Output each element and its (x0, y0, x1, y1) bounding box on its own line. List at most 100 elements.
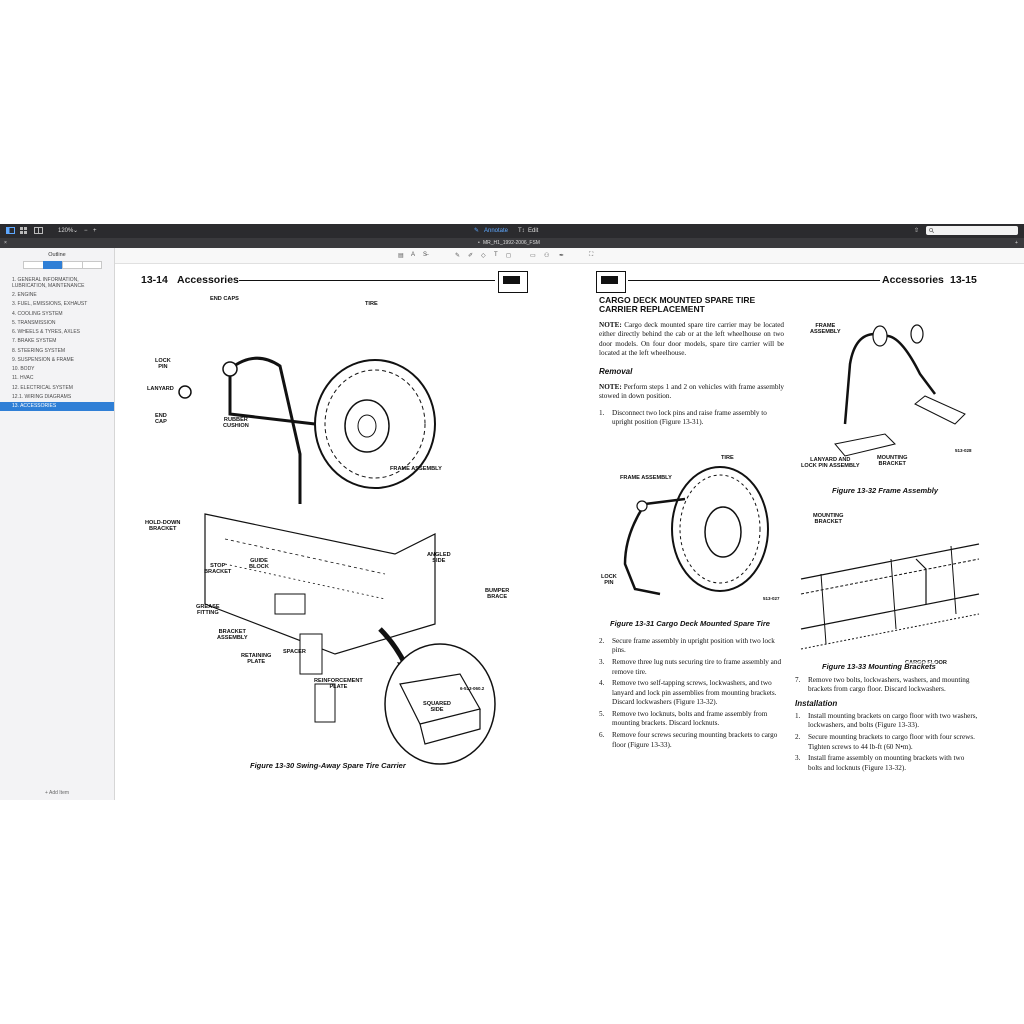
right-page-number: 13-15 (950, 274, 977, 286)
edit-tab[interactable]: Edit (528, 228, 539, 234)
label-end-caps: END CAPS (210, 296, 239, 302)
outline-item[interactable]: 12. ELECTRICAL SYSTEM (12, 384, 73, 391)
outline-item[interactable]: 10. BODY (12, 366, 35, 372)
step-text: Secure mounting brackets to cargo floor … (808, 733, 975, 751)
text-tool-icon[interactable]: T (494, 252, 498, 258)
highlighter-icon[interactable]: ✐ (468, 253, 474, 259)
outline-item[interactable]: 1. GENERAL INFORMATION, LUBRICATION, MAI… (12, 276, 85, 289)
step-text: Install mounting brackets on cargo floor… (808, 712, 978, 730)
search-input[interactable] (926, 226, 1018, 235)
section-heading: CARGO DECK MOUNTED SPARE TIRE CARRIER RE… (599, 295, 756, 315)
outline-view-icon[interactable] (42, 261, 63, 269)
left-header-rule (239, 280, 495, 281)
outline-item[interactable]: 5. TRANSMISSION (12, 319, 56, 326)
close-tab-icon[interactable]: × (4, 240, 7, 246)
right-header-rule (628, 280, 880, 281)
outline-item[interactable]: 7. BRAKE SYSTEM (12, 338, 57, 345)
right-page-section: Accessories (882, 274, 944, 286)
sidebar-toggle-icon[interactable] (6, 227, 15, 235)
removal-steps-2-6: 2.Secure frame assembly in upright posit… (599, 637, 782, 749)
thumbnails-view-icon[interactable] (62, 261, 83, 269)
eraser-icon[interactable]: ◇ (481, 253, 486, 259)
label-angled-side: ANGLED SIDE (427, 552, 451, 564)
step-text: Remove two self-tapping screws, lockwash… (612, 679, 777, 707)
note-label: NOTE: (599, 321, 622, 329)
pages-view-icon[interactable] (81, 261, 102, 269)
step-text: Disconnect two lock pins and raise frame… (612, 409, 767, 427)
hummer-logo (498, 271, 528, 293)
fig31-label-lock-pin: LOCK PIN (601, 574, 617, 586)
outline-item[interactable]: 3. FUEL, EMISSIONS, EXHAUST (12, 301, 88, 308)
two-page-view-icon[interactable] (34, 227, 43, 235)
note-text: Perform steps 1 and 2 on vehicles with f… (599, 383, 784, 401)
outline-item[interactable]: 11. HVAC (12, 375, 34, 382)
text-icon[interactable]: T↕ (518, 228, 525, 234)
font-icon[interactable]: A (411, 252, 416, 258)
outline-item[interactable]: 8. STEERING SYSTEM (12, 347, 66, 354)
step-text: Remove three lug nuts securing tire to f… (612, 658, 782, 676)
step-text: Remove two bolts, lockwashers, washers, … (808, 676, 970, 694)
outline-list: 1. GENERAL INFORMATION, LUBRICATION, MAI… (0, 275, 114, 411)
document-tab-title[interactable]: MR_H1_1992-2006_FSM (483, 240, 540, 246)
figure-13-31-caption: Figure 13-31 Cargo Deck Mounted Spare Ti… (610, 619, 770, 628)
annotate-icon[interactable]: ✎ (474, 228, 480, 234)
fig31-label-frame-assembly: FRAME ASSEMBLY (620, 475, 672, 481)
label-guide-block: GUIDE BLOCK (249, 558, 269, 570)
step-text: Install frame assembly on mounting brack… (808, 754, 965, 772)
label-bracket-assembly: BRACKET ASSEMBLY (217, 629, 248, 641)
left-page-section: Accessories (177, 274, 239, 286)
removal-step-1: 1.Disconnect two lock pins and raise fra… (599, 409, 767, 427)
modified-indicator: • (478, 240, 480, 246)
cargo-deck-tire-figure (623, 466, 769, 596)
label-lock-pin: LOCK PIN (155, 358, 171, 370)
comment-icon[interactable]: ▭ (530, 253, 536, 259)
outline-item-selected[interactable]: 13. ACCESSORIES (0, 401, 114, 411)
fig31-code: 513-027 (763, 596, 780, 601)
grid-view-icon[interactable] (20, 227, 28, 235)
figure-13-33-caption: Figure 13-33 Mounting Brackets (822, 662, 936, 671)
pen-icon[interactable]: ✎ (455, 253, 461, 259)
left-page-number: 13-14 (141, 274, 168, 286)
outline-item[interactable]: 9. SUSPENSION & FRAME (12, 356, 74, 363)
annotate-tab[interactable]: Annotate (484, 228, 509, 234)
note-text: Cargo deck mounted spare tire carrier ma… (599, 321, 784, 358)
label-spacer: SPACER (283, 649, 306, 655)
note-paragraph-1: NOTE: Cargo deck mounted spare tire carr… (599, 321, 784, 358)
stamp-icon[interactable]: ⚇ (544, 253, 550, 259)
sidebar-view-switcher (23, 261, 102, 269)
document-tab-bar: × • MR_H1_1992-2006_FSM + (0, 238, 1024, 248)
outline-item[interactable]: 4. COOLING SYSTEM (12, 310, 63, 317)
pdf-viewer-window: 120% ⌄ − + ✎ Annotate T↕ Edit ⇧ × • MR_H… (0, 224, 1024, 800)
label-reinforcement-plate: REINFORCEMENT PLATE (314, 678, 363, 690)
zoom-in-button[interactable]: + (93, 228, 97, 234)
fig33-label-mounting-bracket: MOUNTING BRACKET (813, 513, 844, 525)
bookmarks-view-icon[interactable] (23, 261, 44, 269)
note-paragraph-2: NOTE: Perform steps 1 and 2 on vehicles … (599, 383, 784, 402)
outline-item[interactable]: 12.1. WIRING DIAGRAMS (12, 393, 72, 400)
zoom-out-button[interactable]: − (84, 228, 88, 234)
shape-icon[interactable]: ◻ (506, 253, 511, 259)
strikethrough-icon[interactable]: S̶ (423, 252, 428, 258)
new-tab-button[interactable]: + (1015, 240, 1018, 246)
removal-step-7: 7.Remove two bolts, lockwashers, washers… (795, 676, 970, 694)
figure-code-left: 6-513-060.2 (460, 686, 485, 691)
share-icon[interactable]: ⇧ (914, 228, 920, 234)
step-text: Remove two locknuts, bolts and frame ass… (612, 710, 768, 728)
note-label: NOTE: (599, 383, 622, 391)
add-item-button[interactable]: + Add Item (44, 790, 70, 796)
label-retaining-plate: RETAINING PLATE (241, 653, 272, 665)
installation-heading: Installation (795, 699, 838, 708)
chevron-down-icon[interactable]: ⌄ (73, 228, 79, 234)
figure-13-32-caption: Figure 13-32 Frame Assembly (832, 486, 939, 495)
outline-item[interactable]: 6. WHEELS & TYRES, AXLES (12, 329, 80, 335)
label-bumper-brace: BUMPER BRACE (485, 588, 510, 600)
outline-item[interactable]: 2. ENGINE (12, 292, 37, 298)
main-toolbar: 120% ⌄ − + ✎ Annotate T↕ Edit ⇧ (0, 224, 1024, 238)
zoom-level[interactable]: 120% (58, 228, 74, 234)
step-text: Secure frame assembly in upright positio… (612, 637, 775, 655)
crop-icon[interactable]: ⛶ (589, 252, 594, 258)
text-box-icon[interactable]: ▤ (398, 253, 404, 259)
fig32-code: 513-028 (955, 448, 972, 453)
signature-icon[interactable]: ✒ (559, 253, 565, 259)
frame-assembly-figure (834, 324, 966, 457)
